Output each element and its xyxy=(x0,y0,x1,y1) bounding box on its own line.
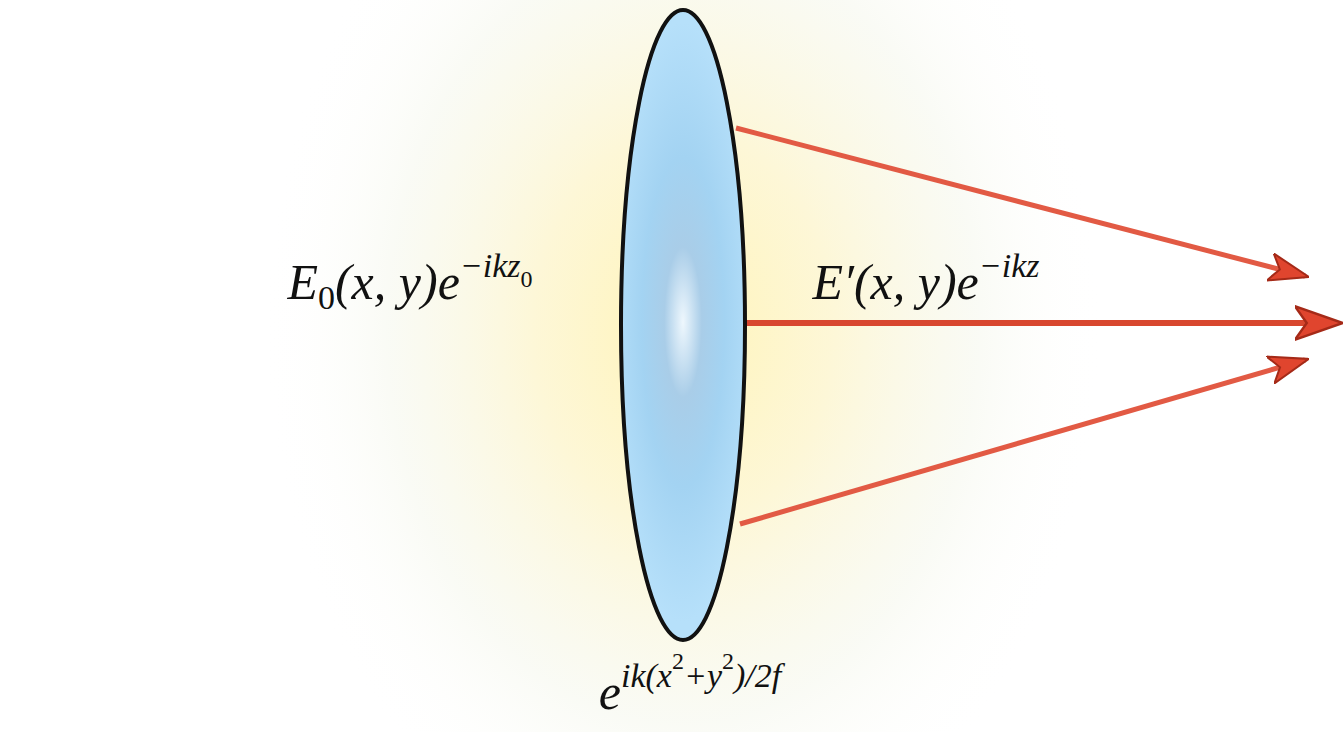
equation-text: 0 xyxy=(521,266,533,292)
incoming-ray xyxy=(33,122,630,128)
equation-text: E′(x, y)e xyxy=(812,254,978,310)
focused-ray xyxy=(740,360,1305,524)
equation-text: )/2f xyxy=(734,657,781,694)
equation-text: E xyxy=(287,254,318,310)
focused-ray xyxy=(740,320,1338,326)
equation-text: ik(x xyxy=(621,657,672,694)
lens-phase-label: eik(x2+y2)/2f xyxy=(599,662,781,732)
output-field-label: E′(x, y)e−ikz xyxy=(812,252,1039,324)
input-field-label: E0(x, y)e−ikz0 xyxy=(287,252,532,324)
equation-text: 0 xyxy=(318,279,335,316)
equation-text: (x, y)e xyxy=(335,254,460,310)
equation-text: +y xyxy=(684,657,722,694)
equation-text: e xyxy=(599,664,621,720)
lens xyxy=(621,10,745,640)
equation-text: 2 xyxy=(672,648,684,674)
equation-text: −ikz xyxy=(979,247,1040,284)
incoming-ray xyxy=(33,524,630,530)
incoming-ray xyxy=(12,320,625,326)
equation-text: −ikz xyxy=(460,247,521,284)
equation-text: 2 xyxy=(722,648,734,674)
